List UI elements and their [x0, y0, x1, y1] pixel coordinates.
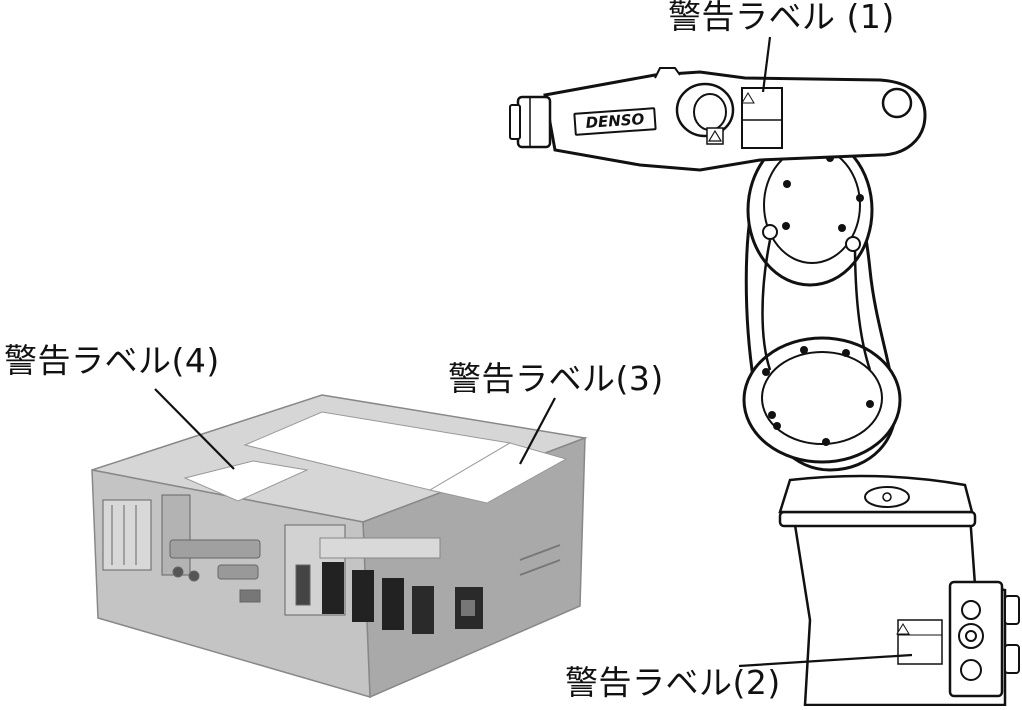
warning-label-4-text: 警告ラベル(4) — [4, 341, 220, 380]
callout-line-3 — [519, 397, 556, 465]
robot-wrist — [516, 95, 552, 149]
warning-label-2-text: 警告ラベル(2) — [565, 663, 781, 702]
callout-line-4 — [154, 388, 235, 470]
callout-line-1 — [761, 36, 772, 93]
callout-line-2 — [738, 653, 913, 668]
warning-label-3-text: 警告ラベル(3) — [448, 359, 664, 398]
controller-terminal-blocks — [319, 537, 441, 634]
robot-forearm — [543, 70, 927, 172]
robot-elbow-cap — [881, 87, 913, 119]
robot-bolts — [762, 154, 874, 446]
robot-arm — [509, 67, 1020, 707]
base-ring — [778, 510, 977, 528]
callout-lines — [154, 36, 913, 668]
warning-label-1-area — [741, 87, 783, 149]
controller-front-panel — [102, 494, 346, 616]
warning-label-3-area — [428, 442, 568, 504]
controller-side-panel — [455, 544, 561, 629]
warning-label-1-text: 警告ラベル (1) — [668, 0, 895, 36]
robot-controller — [91, 394, 588, 699]
